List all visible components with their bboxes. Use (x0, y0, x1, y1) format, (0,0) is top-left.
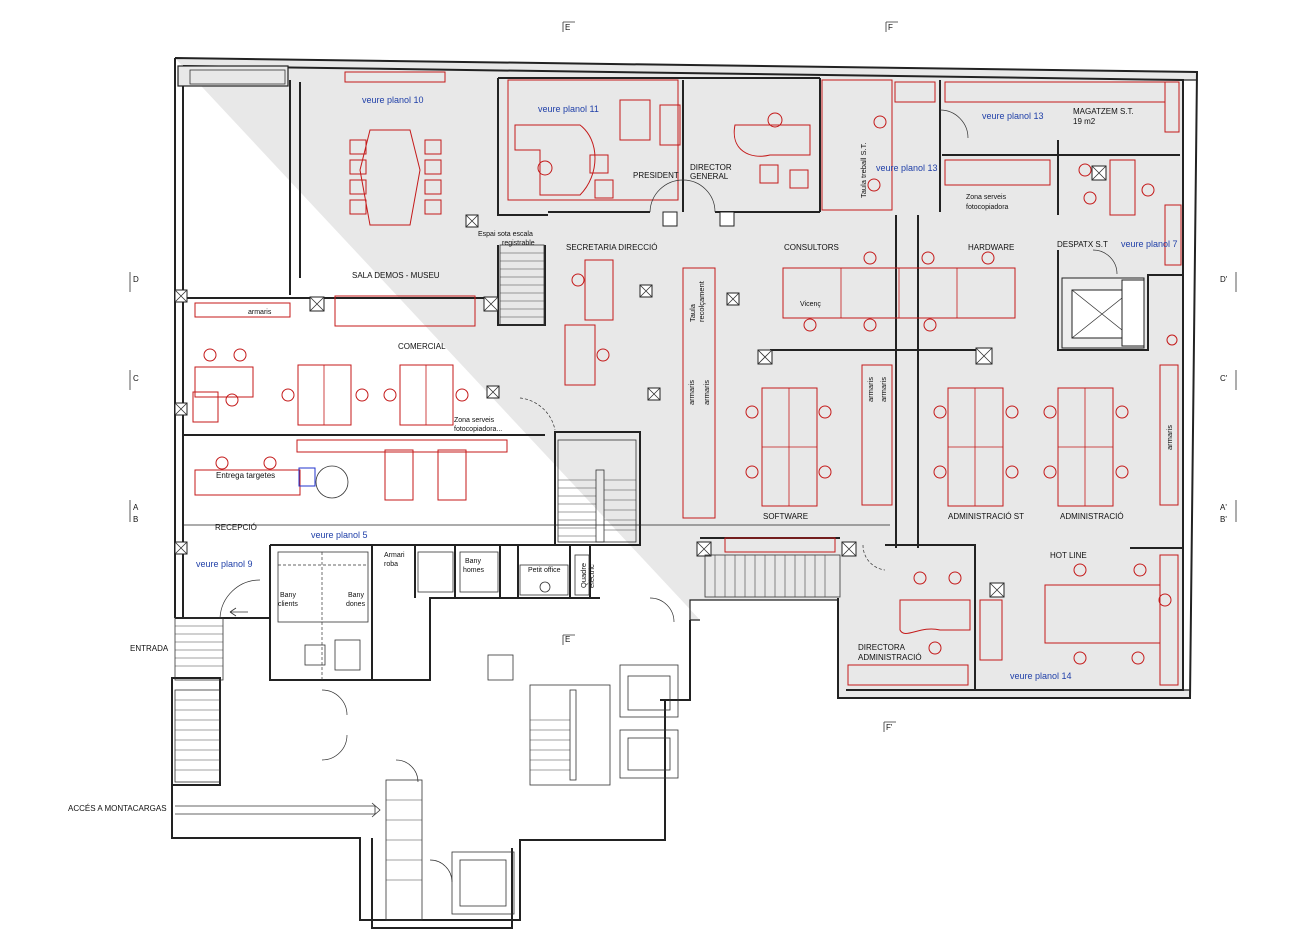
label-bany-dones-1: Bany (348, 592, 364, 599)
label-zona-serveis-2: fotocopiadora (966, 204, 1009, 211)
ref-planol-13a: veure planol 13 (982, 111, 1044, 121)
label-armaris-top: armaris (248, 309, 272, 316)
marker-right-A: A' (1220, 503, 1227, 512)
label-espai-1: Espai sota escala (478, 231, 533, 238)
label-director-1: DIRECTOR (690, 163, 732, 172)
label-directora-2: ADMINISTRACIÓ (858, 653, 922, 662)
label-magatzem-1: MAGATZEM S.T. (1073, 107, 1134, 116)
label-armaris-c: armaris (866, 377, 875, 402)
label-comercial: COMERCIAL (398, 342, 446, 351)
marker-top-E: E (565, 23, 570, 32)
marker-right-C: C' (1220, 374, 1228, 383)
structural-columns (174, 165, 1145, 598)
label-bany-clients-2: clients (278, 601, 298, 608)
label-directora-1: DIRECTORA (858, 643, 906, 652)
label-recepcio: RECEPCIÓ (215, 523, 257, 532)
label-administracio-st: ADMINISTRACIÓ ST (948, 512, 1024, 521)
label-vicenc: Vicenç (800, 301, 821, 308)
marker-right-D: D' (1220, 275, 1228, 284)
plan-references: veure planol 10 veure planol 11 veure pl… (196, 95, 1178, 681)
label-consultors: CONSULTORS (784, 243, 839, 252)
stairs (174, 244, 841, 921)
label-petit-office: Petit office (528, 567, 561, 574)
label-armari-2: roba (384, 561, 398, 568)
bathrooms (277, 551, 590, 680)
furniture (192, 71, 1182, 686)
label-taula-1: Taula (688, 303, 697, 322)
label-taula-treball: Taula treball S.T. (859, 143, 868, 198)
marker-left-D: D (133, 275, 139, 284)
label-entrada: ENTRADA (130, 644, 169, 653)
label-director-2: GENERAL (690, 172, 729, 181)
label-taula-2: recolçament (697, 280, 706, 322)
ref-planol-13b: veure planol 13 (876, 163, 938, 173)
label-armaris-d: armaris (879, 377, 888, 402)
label-bany-dones-2: dones (346, 601, 366, 608)
marker-mid-E: E (565, 635, 570, 644)
label-armaris-a: armaris (687, 380, 696, 405)
marker-left-A: A (133, 503, 139, 512)
label-armaris-b: armaris (702, 380, 711, 405)
label-quadre-1: Quadre (579, 563, 588, 588)
label-armari-1: Armari (384, 552, 405, 559)
label-president: PRESIDENT (633, 171, 679, 180)
label-software: SOFTWARE (763, 512, 808, 521)
section-markers: E F E F' D C A B D' C' A' B' (129, 21, 1237, 732)
marker-bottom-F: F' (886, 723, 893, 732)
label-bany-homes-2: homes (463, 567, 485, 574)
label-despatx: DESPATX S.T (1057, 240, 1108, 249)
ref-planol-5: veure planol 5 (311, 530, 368, 540)
label-zona-serveis-b2: fotocopiadora... (454, 426, 502, 433)
lift-shafts (451, 654, 679, 915)
label-acces: ACCÉS A MONTACARGAS (68, 804, 167, 813)
label-hot-line: HOT LINE (1050, 551, 1087, 560)
label-administracio: ADMINISTRACIÓ (1060, 512, 1124, 521)
ref-planol-9: veure planol 9 (196, 559, 253, 569)
ref-planol-14: veure planol 14 (1010, 671, 1072, 681)
label-zona-serveis-1: Zona serveis (966, 194, 1007, 201)
label-bany-clients-1: Bany (280, 592, 296, 599)
marker-left-B: B (133, 515, 138, 524)
label-entrega: Entrega targetes (216, 471, 275, 480)
marker-right-B: B' (1220, 515, 1227, 524)
ref-planol-7: veure planol 7 (1121, 239, 1178, 249)
label-zona-serveis-b1: Zona serveis (454, 417, 495, 424)
room-labels: SALA DEMOS - MUSEU PRESIDENT DIRECTOR GE… (68, 107, 1174, 818)
label-sala-demos: SALA DEMOS - MUSEU (352, 271, 440, 280)
label-armaris-right: armaris (1165, 425, 1174, 450)
marker-left-C: C (133, 374, 139, 383)
label-espai-2: registrable (502, 240, 535, 247)
label-secretaria: SECRETARIA DIRECCIÓ (566, 243, 657, 252)
label-bany-homes-1: Bany (465, 558, 481, 565)
ref-planol-11: veure planol 11 (538, 104, 599, 114)
doors (219, 109, 1118, 883)
outer-walls (171, 57, 1199, 929)
interior-walls (183, 77, 1183, 690)
label-quadre-2: elèctric (587, 564, 596, 588)
label-hardware: HARDWARE (968, 243, 1014, 252)
marker-top-F: F (888, 23, 893, 32)
ref-planol-10: veure planol 10 (362, 95, 424, 105)
label-magatzem-2: 19 m2 (1073, 117, 1096, 126)
